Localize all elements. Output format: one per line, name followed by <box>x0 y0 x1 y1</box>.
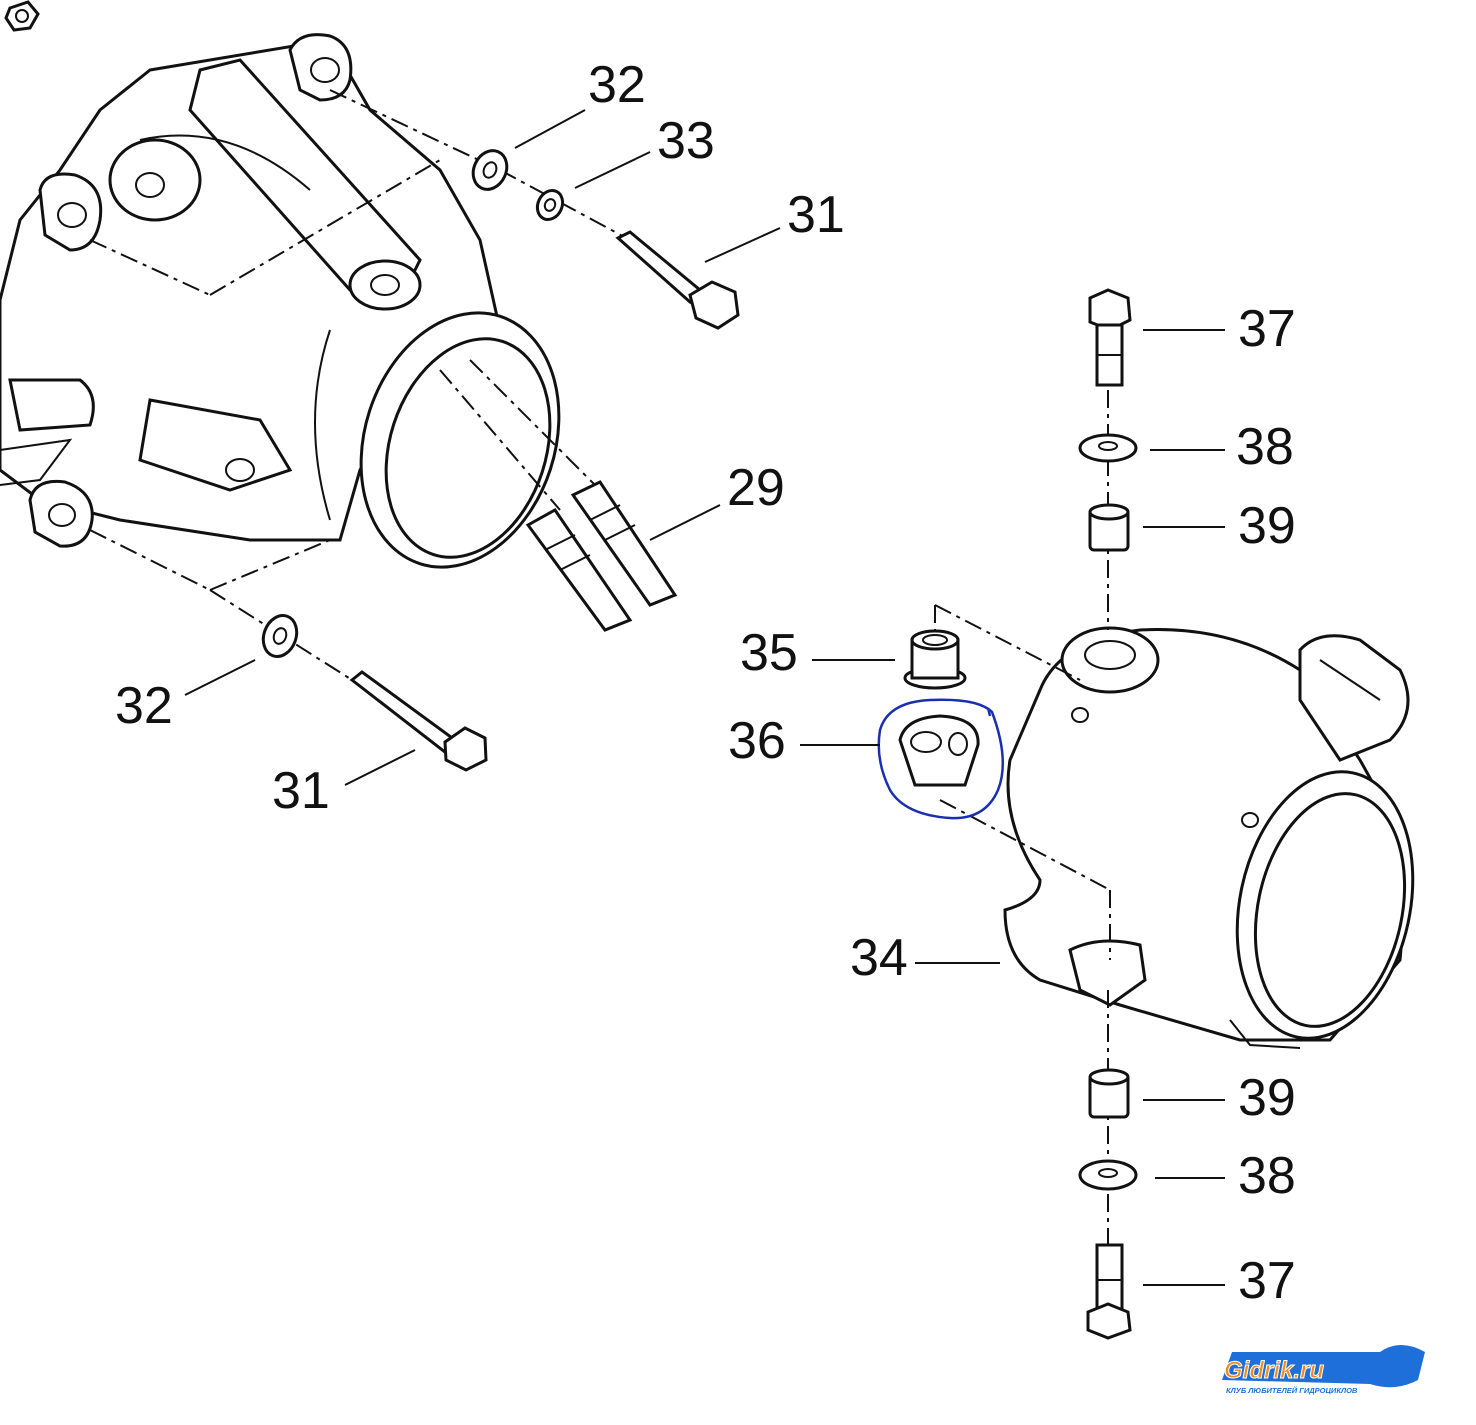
logo-tagline: КЛУБ ЛЮБИТЕЛЕЙ ГИДРОЦИКЛОВ <box>1226 1386 1358 1395</box>
callout-32-top: 32 <box>588 56 646 114</box>
gidrik-logo: Gidrik.ru КЛУБ ЛЮБИТЕЛЕЙ ГИДРОЦИКЛОВ <box>1222 1345 1425 1395</box>
callout-39-top: 39 <box>1238 497 1296 555</box>
bolt-37-bottom <box>1086 1243 1132 1340</box>
sleeves-29 <box>525 480 678 632</box>
callout-39-bottom: 39 <box>1238 1069 1296 1127</box>
pump-housing-part <box>0 0 561 569</box>
bushing-39-bottom <box>1088 1068 1130 1119</box>
callout-34: 34 <box>850 929 908 987</box>
bushing-35 <box>903 629 967 690</box>
steering-nozzle-34 <box>1003 626 1415 1049</box>
callout-31-top: 31 <box>787 186 845 244</box>
callout-38-top: 38 <box>1236 418 1294 476</box>
callout-37-top: 37 <box>1238 300 1296 358</box>
small-nut-top-left <box>4 0 40 32</box>
bolt-37-top <box>1088 288 1132 387</box>
bushing-36 <box>898 714 980 787</box>
bolt-31-top <box>615 230 740 330</box>
washer-32-bottom <box>261 614 299 658</box>
callout-31-bottom: 31 <box>272 762 330 820</box>
washer-32-top <box>471 149 509 191</box>
callout-35: 35 <box>740 624 798 682</box>
callout-37-bottom: 37 <box>1238 1252 1296 1310</box>
bushing-39-top <box>1088 503 1130 552</box>
washer-38-top <box>1078 433 1138 463</box>
callout-32-bottom: 32 <box>115 677 173 735</box>
callout-29: 29 <box>727 459 785 517</box>
callout-38-bottom: 38 <box>1238 1147 1296 1205</box>
logo-wordmark: Gidrik.ru <box>1224 1357 1324 1384</box>
callout-33: 33 <box>657 112 715 170</box>
leader-lines <box>184 109 1225 1286</box>
washer-38-bottom <box>1078 1159 1138 1191</box>
assembly-axis-lines <box>89 89 631 686</box>
lockwasher-33 <box>535 188 565 222</box>
bolt-31-bottom <box>349 670 488 772</box>
highlight-circle <box>877 698 1005 820</box>
callout-36: 36 <box>728 712 786 770</box>
